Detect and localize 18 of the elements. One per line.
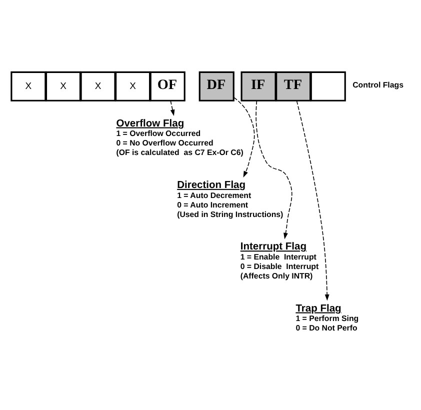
arrow (256, 100, 292, 240)
arrow (170, 100, 175, 116)
label: Control Flags (352, 80, 404, 90)
arrow (296, 100, 330, 301)
node-box: X (45, 71, 82, 102)
node-text: Interrupt Flag 1 = Enable Interrupt 0 = Disable Interrupt (Affects Only INTR) (240, 242, 319, 281)
arrow (234, 97, 255, 178)
node-box: OF (150, 71, 186, 102)
node-text: Trap Flag 1 = Perform Sing 0 = Do Not Perfo (296, 303, 359, 333)
node-box: DF (198, 71, 234, 102)
node-text: Direction Flag 1 = Auto Decrement 0 = Auto Increment (Used in String Instructions) (177, 180, 284, 219)
node-box: X (115, 71, 151, 102)
node-box (310, 71, 346, 102)
node-box: TF (276, 71, 312, 102)
node-box: X (10, 71, 46, 102)
node-box: X (80, 71, 116, 102)
node-text: Overflow Flag 1 = Overflow Occurred 0 = No Overflow Occurred (OF is calculated as C7 Ex-Or C6) (116, 118, 244, 158)
node-box: IF (240, 71, 276, 102)
